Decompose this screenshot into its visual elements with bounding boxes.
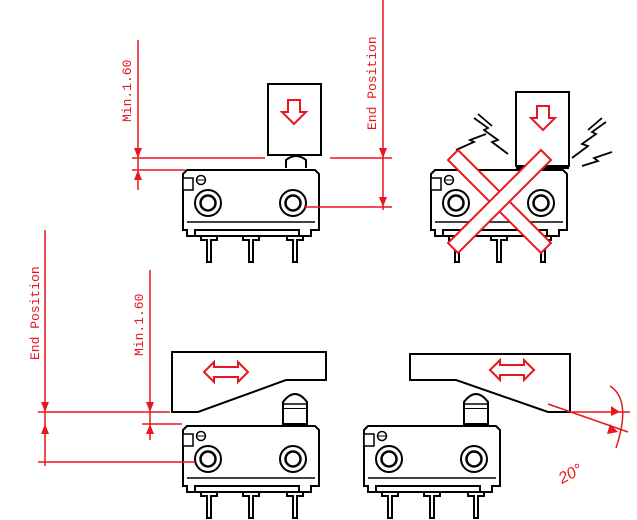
min-dimension-label: Min.1.60	[132, 294, 147, 356]
plunger	[282, 393, 308, 425]
end-position-label: End Position	[365, 36, 380, 130]
plunger	[285, 155, 307, 169]
spark-icon	[571, 117, 607, 159]
view-slide-correct: End Position Min.1.60	[28, 230, 327, 520]
dimension-lines	[132, 0, 392, 210]
dimension-lines	[38, 230, 195, 466]
cross-mark-icon	[446, 148, 553, 255]
view-push-incorrect	[429, 91, 613, 264]
switch-body	[181, 424, 321, 520]
slider-cam	[409, 353, 571, 413]
spark-icon	[473, 113, 509, 155]
switch-body	[362, 424, 502, 520]
end-position-label: End Position	[28, 266, 43, 360]
min-dimension-label: Min.1.60	[120, 60, 135, 122]
spark-icon	[581, 151, 613, 167]
spark-icon	[455, 133, 487, 151]
angle-label: 20°	[555, 461, 586, 488]
view-push-correct: Min.1.60 End Position	[120, 0, 392, 264]
angle-arrows	[607, 406, 620, 434]
plunger	[463, 393, 489, 425]
switch-body	[181, 168, 321, 264]
dimension-arrows	[134, 148, 387, 207]
view-slide-angle: 20°	[362, 353, 630, 520]
dimension-arrows	[41, 402, 154, 434]
angle-lines	[547, 385, 630, 449]
